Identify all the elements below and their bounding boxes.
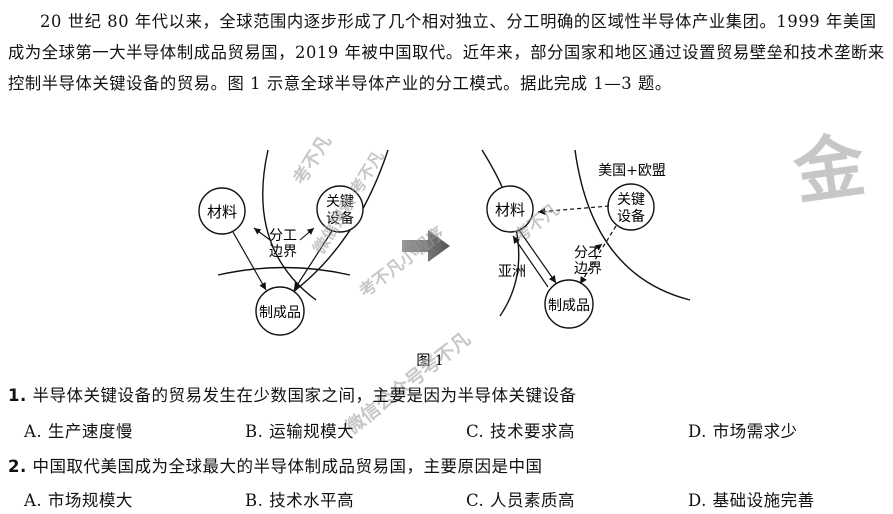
right-arrow-equipment-materials	[537, 205, 610, 215]
right-materials-label: 材料	[495, 201, 525, 219]
left-materials-circle	[198, 187, 246, 235]
question-1-stem: 半导体关键设备的贸易发生在少数国家之间，主要是因为半导体关键设备	[32, 386, 577, 405]
watermark-1: 考不凡	[289, 131, 336, 188]
watermark-corner: 金	[788, 124, 871, 215]
right-asia-label: 亚洲	[498, 264, 526, 280]
left-boundary-arrow	[253, 227, 271, 241]
transition-arrow	[402, 230, 450, 262]
left-boundary-arrow-2	[299, 227, 315, 241]
right-boundary-label-1: 分工	[574, 245, 602, 261]
left-boundary-label-1: 分工	[269, 228, 297, 244]
left-diagram: 材料 关键 设备 制成品 分工 边界	[198, 149, 389, 336]
right-arrow-product-materials	[512, 235, 549, 288]
right-materials-circle	[486, 185, 534, 233]
right-region-label: 美国+欧盟	[598, 163, 666, 179]
left-arrow-equipment-product	[293, 230, 333, 291]
left-equipment-circle	[316, 185, 364, 233]
left-boundary-label-2: 边界	[269, 244, 297, 260]
right-arrow-equipment-product	[579, 225, 617, 285]
right-region-arc-2	[574, 149, 691, 301]
question-1-option-b[interactable]: B. 运输规模大	[245, 422, 355, 441]
left-product-label: 制成品	[259, 305, 301, 321]
watermark-3: 考不凡小程序	[354, 223, 448, 303]
right-product-circle	[544, 279, 594, 329]
left-equipment-label-2: 设备	[326, 210, 354, 227]
question-1: 1. 半导体关键设备的贸易发生在少数国家之间，主要是因为半导体关键设备	[8, 382, 577, 406]
right-equipment-label-2: 设备	[617, 208, 645, 225]
right-diagram: 美国+欧盟 亚洲 材料 关键 设备 制成品 分工 边界	[481, 149, 691, 329]
question-2-option-d[interactable]: D. 基础设施完善	[688, 491, 815, 510]
intro-paragraph: 20 世纪 80 年代以来，全球范围内逐步形成了几个相对独立、分工明确的区域性半…	[8, 6, 886, 99]
question-1-option-d[interactable]: D. 市场需求少	[688, 422, 798, 441]
right-product-label: 制成品	[548, 298, 590, 314]
question-1-option-c[interactable]: C. 技术要求高	[466, 422, 576, 441]
right-boundary-label-2: 边界	[574, 261, 602, 277]
question-2-stem: 中国取代美国成为全球最大的半导体制成品贸易国，主要原因是中国	[32, 457, 543, 476]
question-2: 2. 中国取代美国成为全球最大的半导体制成品贸易国，主要原因是中国	[8, 453, 543, 477]
right-equipment-label-1: 关键	[617, 192, 645, 208]
question-1-option-a[interactable]: A. 生产速度慢	[24, 422, 133, 441]
left-region-arc-3	[217, 266, 351, 276]
question-2-number: 2.	[8, 457, 27, 476]
question-2-option-a[interactable]: A. 市场规模大	[24, 491, 133, 510]
left-equipment-label-1: 关键	[326, 194, 354, 210]
left-arrow-materials-product	[232, 231, 267, 291]
figure-caption: 图 1	[416, 353, 443, 369]
intro-text: 20 世纪 80 年代以来，全球范围内逐步形成了几个相对独立、分工明确的区域性半…	[8, 12, 885, 93]
right-equipment-circle	[607, 183, 655, 231]
question-1-number: 1.	[8, 386, 27, 405]
question-2-option-b[interactable]: B. 技术水平高	[245, 491, 355, 510]
right-boundary-arrow	[587, 243, 603, 256]
left-product-circle	[255, 286, 305, 336]
left-materials-label: 材料	[207, 203, 237, 221]
right-arrow-materials-product	[518, 229, 557, 284]
question-2-option-c[interactable]: C. 人员素质高	[466, 491, 576, 510]
